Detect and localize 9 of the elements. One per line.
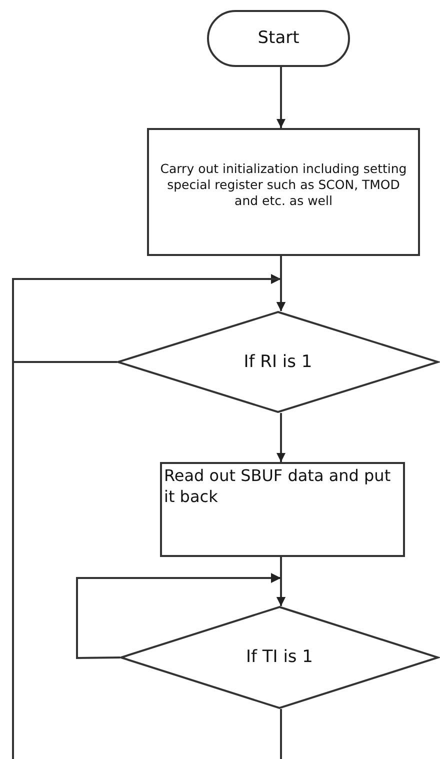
node-label: If RI is 1 (244, 350, 312, 374)
node-label: Start (258, 27, 300, 50)
node-label: Carry out initialization including setting special register such as SCON, TMOD and etc. as well (159, 160, 408, 210)
process-box (147, 128, 420, 256)
node-label: If TI is 1 (246, 646, 313, 669)
decision-diamond (117, 311, 439, 413)
decision-diamond (120, 606, 439, 709)
node-label: Read out SBUF data and put it back (164, 466, 392, 508)
process-box (160, 462, 405, 557)
